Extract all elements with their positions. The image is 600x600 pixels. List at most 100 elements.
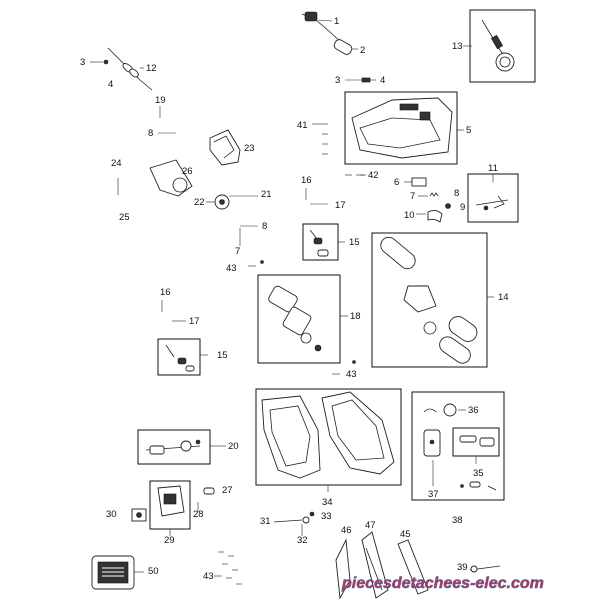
callout-labels: 1 2 3 4 12 13 3 4 5 41 42 19 8 23 24 26 … — [80, 16, 509, 582]
label-43c: 43 — [203, 571, 214, 582]
watermark: piecesdetachees-elec.com — [341, 575, 544, 593]
label-42: 42 — [368, 170, 379, 181]
label-12: 12 — [146, 63, 157, 74]
part-35-clamp — [459, 435, 495, 464]
part-14-motor-shaft — [380, 236, 494, 364]
part-45-chain — [397, 539, 429, 595]
part-20-shaft — [145, 439, 226, 455]
part-13-cord-set — [463, 19, 515, 72]
part-34-housing-right — [321, 391, 395, 492]
part-37-tensioner — [423, 429, 441, 486]
label-5: 5 — [466, 125, 471, 136]
label-33: 33 — [321, 511, 332, 522]
label-8c: 8 — [262, 221, 267, 232]
label-14: 14 — [498, 292, 509, 303]
part-38-small-parts — [460, 481, 497, 491]
label-28: 28 — [193, 509, 204, 520]
label-3a: 3 — [80, 57, 85, 68]
label-43b: 43 — [346, 369, 357, 380]
part-10-trigger — [416, 209, 443, 223]
part-50-manual — [91, 555, 144, 590]
part-39-wrench — [469, 565, 501, 573]
part-26-motor — [117, 159, 193, 197]
label-8b: 8 — [454, 188, 459, 199]
part-29-guard — [157, 485, 185, 536]
label-50: 50 — [148, 566, 159, 577]
part-15-upper-bits — [309, 229, 345, 257]
part-43-screw-a — [248, 260, 264, 267]
box-part-18 — [257, 274, 341, 364]
label-38: 38 — [452, 515, 463, 526]
label-6: 6 — [394, 177, 399, 188]
label-25: 25 — [119, 212, 130, 223]
part-12-cord — [90, 47, 153, 91]
label-32: 32 — [297, 535, 308, 546]
label-16a: 16 — [301, 175, 312, 186]
label-9: 9 — [460, 202, 465, 213]
label-20: 20 — [228, 441, 239, 452]
label-15a: 15 — [349, 237, 360, 248]
part-2-cord-guard — [333, 39, 358, 55]
label-41: 41 — [297, 120, 308, 131]
part-16-17-lower — [161, 300, 186, 322]
part-1-cord-plug — [301, 11, 344, 45]
part-43-screw-cluster — [214, 551, 242, 585]
label-7a: 7 — [410, 191, 415, 202]
part-22-gear — [206, 194, 258, 210]
label-22: 22 — [194, 197, 205, 208]
label-30: 30 — [106, 509, 117, 520]
label-37: 37 — [428, 489, 439, 500]
label-17a: 17 — [335, 200, 346, 211]
label-46: 46 — [341, 525, 352, 536]
label-34: 34 — [322, 497, 333, 508]
part-7-spring — [418, 192, 439, 197]
label-26: 26 — [182, 166, 193, 177]
part-8-7-screws — [239, 225, 258, 246]
part-47-chain-bar — [361, 531, 389, 599]
box-part-34 — [255, 388, 402, 486]
part-34-housing-left — [261, 395, 321, 479]
label-43a: 43 — [226, 263, 237, 274]
label-11: 11 — [488, 163, 498, 174]
label-39: 39 — [457, 562, 468, 573]
label-45: 45 — [400, 529, 411, 540]
label-29: 29 — [164, 535, 175, 546]
box-part-15-lower — [157, 338, 201, 376]
label-27: 27 — [222, 485, 233, 496]
watermark-text: piecesdetachees-elec.com — [341, 575, 544, 592]
part-46-bar-cover — [335, 538, 351, 600]
label-16b: 16 — [160, 287, 171, 298]
label-13: 13 — [452, 41, 463, 52]
box-part-14 — [371, 232, 488, 368]
part-18-gear-assembly — [268, 285, 348, 352]
label-36: 36 — [468, 405, 479, 416]
label-3b: 3 — [335, 75, 340, 86]
label-21: 21 — [261, 189, 272, 200]
part-3-4-screws — [345, 77, 376, 83]
part-23-cover — [209, 129, 241, 166]
box-part-38 — [411, 391, 505, 501]
part-41-screws — [312, 123, 328, 155]
label-18: 18 — [350, 311, 361, 322]
part-36-nut — [423, 403, 466, 417]
part-27-28 — [197, 487, 215, 512]
label-10: 10 — [404, 210, 415, 221]
label-17b: 17 — [189, 316, 200, 327]
part-30-sticker — [131, 508, 147, 522]
label-8a: 8 — [148, 128, 153, 139]
part-15-lower-bits — [165, 344, 208, 372]
label-47: 47 — [365, 520, 376, 531]
part-9-pin — [445, 203, 451, 209]
label-35: 35 — [473, 468, 484, 479]
label-4b: 4 — [380, 75, 385, 86]
label-15b: 15 — [217, 350, 228, 361]
label-31: 31 — [260, 516, 271, 527]
box-part-5 — [344, 91, 458, 165]
label-19: 19 — [155, 95, 166, 106]
label-23: 23 — [244, 143, 255, 154]
part-5-housing — [351, 97, 464, 159]
label-24: 24 — [111, 158, 122, 169]
part-43-screw-b — [332, 360, 356, 375]
part-11-lock-set — [475, 174, 509, 211]
